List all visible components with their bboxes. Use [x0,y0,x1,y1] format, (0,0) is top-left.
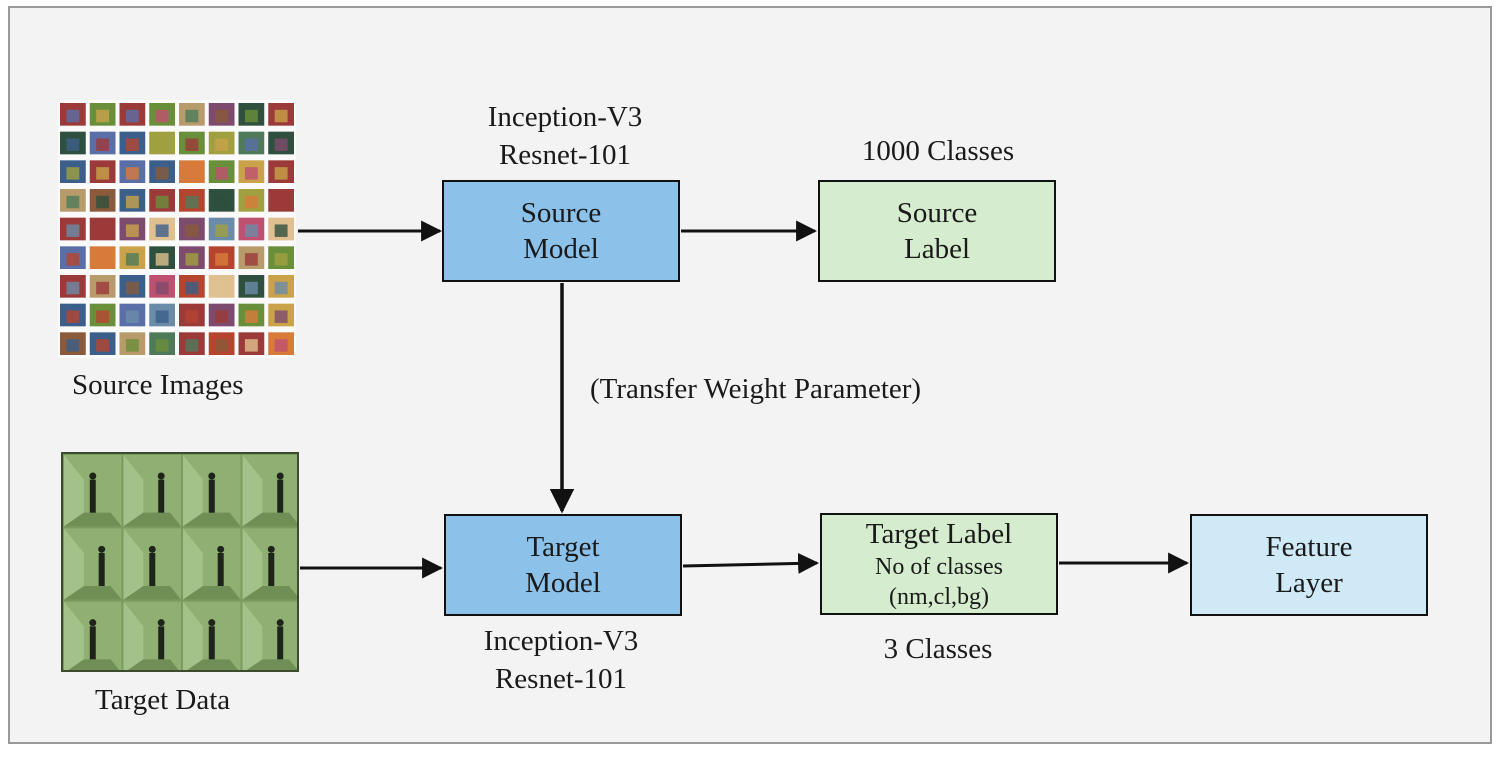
source-label-classes: 1000 Classes [861,135,1015,167]
target-label-line1: Target Label [865,517,1013,550]
target-label-line2: No of classes [875,554,1003,581]
target-data-caption: Target Data [95,684,231,716]
source-model-box: Source Model [442,180,680,282]
feature-layer-line1: Feature [1265,530,1353,563]
target-model-box: Target Model [444,514,682,616]
source-label-box: Source Label [818,180,1056,282]
target-label-box: Target Label No of classes (nm,cl,bg) [820,513,1058,615]
photo-mosaic-icon [60,103,294,355]
arrow-target-model-to-target-label [682,552,820,574]
target-label-line3: (nm,cl,bg) [889,584,989,611]
target-model-arch-line1: Inception-V3 [483,625,639,657]
source-model-arch-line2: Resnet-101 [498,139,632,171]
target-model-line2: Model [525,567,601,599]
source-model-line1: Source [520,196,602,229]
source-model-line2: Model [523,233,599,265]
feature-layer-line2: Layer [1275,567,1343,599]
source-images-caption: Source Images [72,369,244,401]
source-model-arch-line1: Inception-V3 [487,101,643,133]
target-data-image [61,452,299,672]
source-label-line2: Label [903,233,970,265]
target-label-classes: 3 Classes [883,633,993,665]
source-label-line1: Source [896,196,978,229]
target-model-line1: Target [526,530,600,563]
source-images-mosaic [58,100,296,358]
target-model-arch-line2: Resnet-101 [494,663,628,695]
feature-layer-box: Feature Layer [1190,514,1428,616]
surveillance-frames-icon [64,455,297,670]
transfer-weight-label: (Transfer Weight Parameter) [590,373,922,405]
